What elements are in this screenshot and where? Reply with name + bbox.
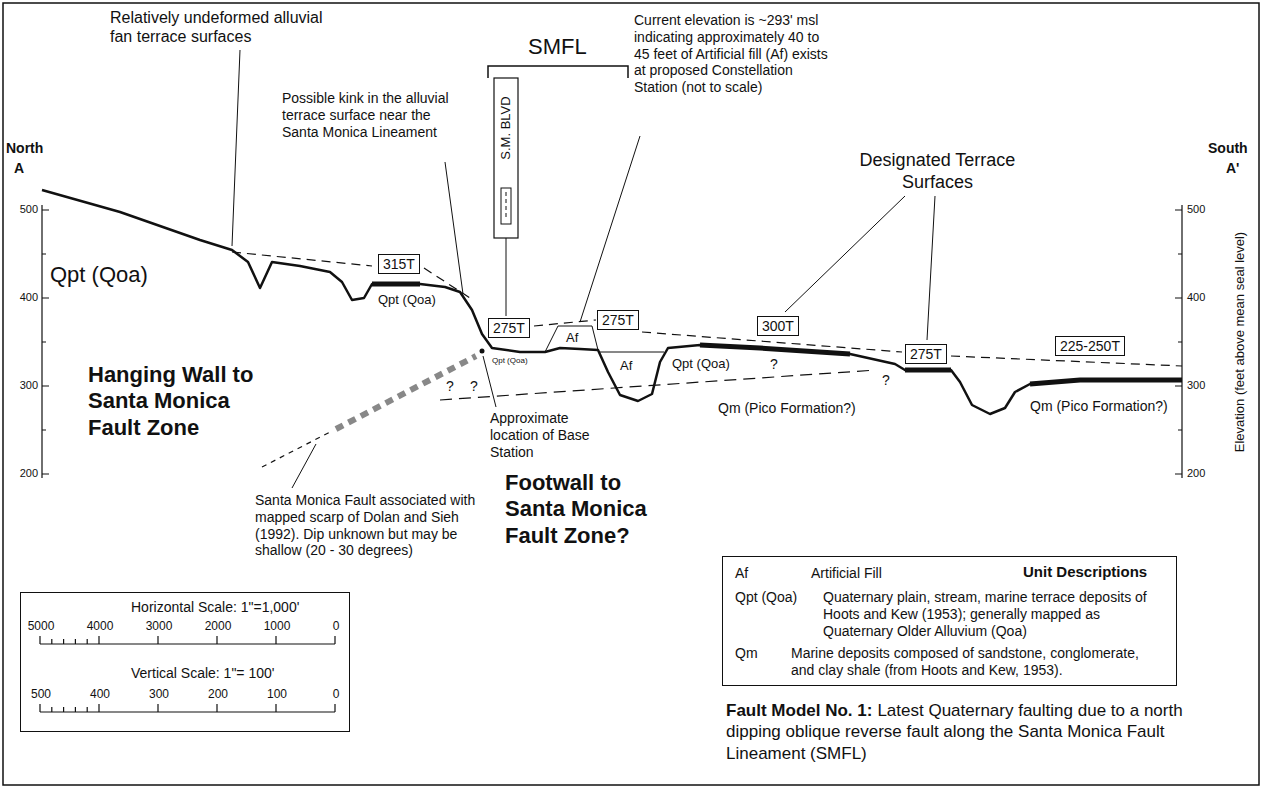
legend-title: Unit Descriptions — [1023, 563, 1147, 581]
axis-tick-label: 400 — [1187, 291, 1205, 304]
uncertain-contact-mark: ? — [770, 356, 778, 373]
scale-title: Horizontal Scale: 1"=1,000' — [131, 599, 299, 616]
unit-label: Qm (Pico Formation?) — [718, 400, 856, 417]
axis-tick-label: 400 — [8, 291, 38, 304]
terrace-label: 275T — [910, 346, 942, 362]
axis-tick-label: 500 — [8, 203, 38, 216]
unit-label: Af — [620, 358, 632, 374]
elevation-axis — [1175, 205, 1182, 478]
callout-note: Current elevation is ~293' msl indicatin… — [634, 12, 829, 96]
scale-number: 500 — [31, 687, 51, 701]
lineament-label: SMFL — [528, 34, 587, 60]
projected-terrace-line — [232, 252, 1182, 366]
scale-number: 0 — [333, 687, 340, 701]
axis-tick-label: 300 — [8, 379, 38, 392]
axis-tick-label: 200 — [8, 467, 38, 480]
section-end-label: A — [14, 160, 24, 177]
unit-label: Qpt (Qoa) — [50, 262, 148, 288]
unit-symbol: Qpt (Qoa) — [735, 589, 797, 606]
inferred-contact — [440, 370, 876, 400]
base-station-mark — [480, 349, 485, 354]
scale-bar — [40, 636, 335, 644]
terrace-label: 225-250T — [1060, 338, 1120, 354]
terrace-label: 275T — [493, 320, 525, 336]
leader-line — [232, 50, 935, 488]
unit-label: Qpt (Qoa) — [378, 292, 436, 308]
scale-number: 2000 — [205, 619, 232, 633]
scale-number: 200 — [208, 687, 228, 701]
unit-legend-box: Af Artificial Fill Unit DescriptionsQpt (Q… — [722, 556, 1177, 686]
fault-trace — [336, 356, 476, 429]
callout-note: Santa Monica Fault associated with mappe… — [255, 492, 480, 559]
terrace-tag: 275T — [488, 318, 530, 338]
unit-description: Artificial Fill — [811, 565, 882, 582]
uncertain-contact-mark: ? — [882, 372, 890, 389]
terrace-tag: 315T — [378, 254, 420, 274]
unit-label: Qpt (Qoa) — [492, 356, 528, 366]
axis-title: Elevation (feet above mean seal level) — [1232, 232, 1248, 452]
scale-box: Horizontal Scale: 1"=1,000'5000400030002… — [20, 592, 350, 732]
street-frame — [494, 78, 518, 238]
terrace-tag: 300T — [757, 316, 799, 336]
callout-note: Relatively undeformed alluvial fan terra… — [110, 8, 332, 46]
axis-tick-label: 500 — [1187, 203, 1205, 216]
unit-description: Quaternary plain, stream, marine terrace… — [823, 589, 1163, 639]
direction-label: South — [1208, 140, 1248, 157]
callout-note: Approximate location of Base Station — [490, 410, 620, 460]
scale-number: 5000 — [28, 619, 55, 633]
scale-title: Vertical Scale: 1"= 100' — [131, 665, 274, 682]
terrace-label: 300T — [762, 318, 794, 334]
block-label: Footwall to Santa Monica Fault Zone? — [505, 470, 675, 549]
street-label: S.M. BLVD — [498, 96, 514, 159]
scale-number: 100 — [267, 687, 287, 701]
direction-label: North — [6, 140, 43, 157]
fault-trace — [262, 431, 332, 467]
callout-note: Possible kink in the alluvial terrace su… — [282, 90, 467, 140]
elevation-axis — [42, 205, 49, 478]
unit-description: Marine deposits composed of sandstone, c… — [791, 645, 1161, 679]
street-symbol — [506, 192, 507, 220]
block-label: Hanging Wall to Santa Monica Fault Zone — [88, 362, 288, 441]
unit-symbol: Af — [735, 565, 748, 582]
scale-number: 400 — [90, 687, 110, 701]
figure-caption: Fault Model No. 1:Latest Quaternary faul… — [726, 700, 1196, 764]
unit-label: Af — [566, 330, 578, 346]
axis-tick-label: 200 — [1187, 467, 1205, 480]
unit-symbol: Qm — [735, 645, 758, 662]
figure-frame — [3, 3, 1259, 785]
figure-caption-title: Fault Model No. 1: — [726, 701, 872, 720]
terrace-tag: 275T — [597, 310, 639, 330]
terrace-label: 275T — [602, 312, 634, 328]
uncertain-contact-mark: ? — [470, 378, 478, 395]
terrace-label: 315T — [383, 256, 415, 272]
section-end-label: A' — [1226, 160, 1239, 177]
lineament-bracket — [488, 66, 628, 78]
terrace-surface — [372, 284, 1182, 384]
unit-label: Qm (Pico Formation?) — [1030, 398, 1168, 415]
callout-note: Designated Terrace Surfaces — [850, 150, 1025, 193]
street-symbol — [501, 188, 511, 224]
scale-number: 300 — [149, 687, 169, 701]
terrace-tag: 225-250T — [1055, 336, 1125, 356]
axis-tick-label: 300 — [1187, 379, 1205, 392]
street-line — [506, 238, 507, 316]
uncertain-contact-mark: ? — [446, 378, 454, 395]
scale-number: 3000 — [146, 619, 173, 633]
scale-number: 0 — [333, 619, 340, 633]
scale-number: 1000 — [264, 619, 291, 633]
scale-bar — [40, 704, 335, 712]
scale-number: 4000 — [87, 619, 114, 633]
terrace-tag: 275T — [905, 344, 947, 364]
unit-label: Qpt (Qoa) — [672, 356, 730, 372]
